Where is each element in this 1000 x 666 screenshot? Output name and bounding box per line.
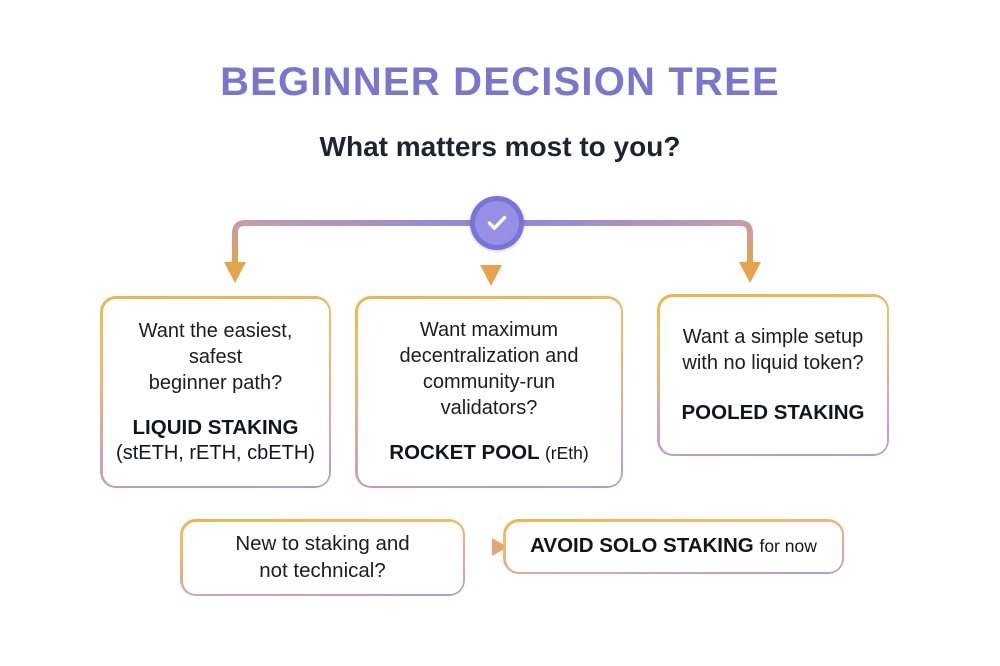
branch-box-pooled-staking[interactable]: Want a simple setup with no liquid token… (657, 294, 889, 456)
branch-answer-liquid-staking: LIQUID STAKING (stETH, rETH, cbETH) (116, 415, 315, 467)
footer-result-answer: AVOID SOLO STAKING for now (530, 533, 817, 559)
branch-question-liquid-staking: Want the easiest, safest beginner path? (139, 318, 293, 396)
answer-token: (rEth) (544, 443, 589, 464)
question-line: Want maximum (419, 319, 559, 342)
answer-qualifier: for now (759, 536, 817, 557)
check-icon (483, 209, 511, 237)
branch-box-liquid-staking[interactable]: Want the easiest, safest beginner path? … (100, 296, 331, 488)
branch-box-rocket-pool[interactable]: Want maximum decentralization and commun… (355, 296, 623, 488)
footer-condition-content: New to staking and not technical? (182, 521, 463, 594)
branch-box-pooled-staking-content: Want a simple setup with no liquid token… (659, 296, 887, 454)
question-line: not technical? (259, 558, 386, 582)
question-line: Want the easiest, (138, 319, 293, 342)
answer-main: LIQUID STAKING (132, 415, 299, 439)
answer-sub: (stETH, rETH, cbETH) (116, 441, 315, 464)
branch-box-rocket-pool-content: Want maximum decentralization and commun… (357, 298, 621, 486)
page-title: BEGINNER DECISION TREE (220, 60, 780, 104)
question-line: beginner path? (148, 371, 283, 394)
footer-condition-question: New to staking and not technical? (235, 531, 409, 584)
branch-answer-rocket-pool: ROCKET POOL (rEth) (389, 440, 588, 466)
question-line: New to staking and (235, 531, 410, 555)
answer-main: ROCKET POOL (389, 441, 540, 465)
footer-result-content: AVOID SOLO STAKING for now (505, 521, 842, 572)
question-line: safest (188, 345, 243, 368)
branch-question-pooled-staking: Want a simple setup with no liquid token… (682, 324, 863, 376)
question-line: decentralization and (399, 345, 579, 368)
branch-box-liquid-staking-content: Want the easiest, safest beginner path? … (102, 298, 329, 486)
root-check-node[interactable] (470, 196, 524, 250)
question-line: with no liquid token? (682, 351, 864, 374)
question-line: validators? (440, 397, 538, 420)
page-subtitle: What matters most to you? (319, 131, 681, 162)
root-check-inner (475, 201, 519, 245)
footer-result-box-avoid-solo-staking[interactable]: AVOID SOLO STAKING for now (503, 519, 844, 574)
footer-condition-box-new-to-staking[interactable]: New to staking and not technical? (180, 519, 465, 596)
answer-main: AVOID SOLO STAKING (530, 534, 754, 558)
question-line: Want a simple setup (682, 325, 864, 348)
branch-question-rocket-pool: Want maximum decentralization and commun… (399, 317, 578, 421)
question-line: community-run (422, 371, 556, 394)
branch-answer-pooled-staking: POOLED STAKING (681, 400, 865, 424)
